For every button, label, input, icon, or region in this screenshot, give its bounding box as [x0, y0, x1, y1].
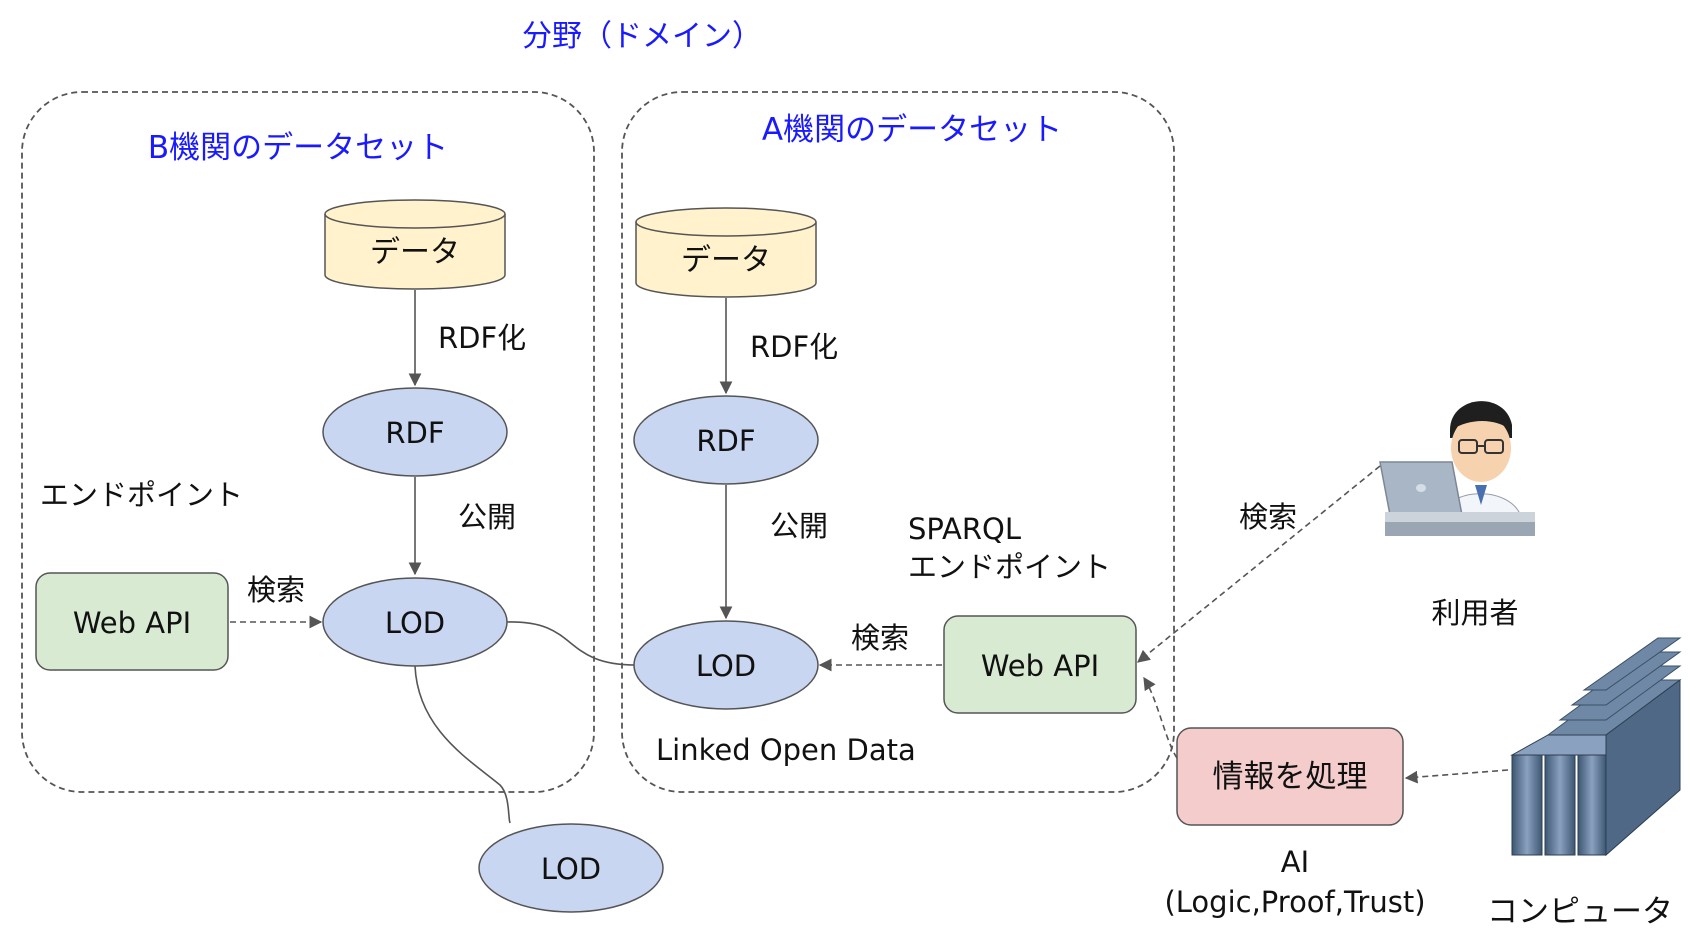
lod-node-a	[633, 620, 819, 710]
arrow-ai-webapi	[1143, 676, 1178, 759]
link-lod-b-lod-a	[506, 621, 637, 666]
publish-label-a: 公開	[770, 509, 828, 543]
domain-title: 分野（ドメイン）	[522, 19, 762, 54]
webapi-box-b[interactable]	[35, 572, 229, 671]
dataset-b-title: B機関のデータセット	[148, 130, 448, 166]
lod-node-external-label: LOD	[541, 852, 601, 886]
ai-caption-line2: (Logic,Proof,Trust)	[1164, 885, 1425, 919]
ai-process-box	[1176, 727, 1404, 826]
data-cylinder-b: データ	[324, 199, 506, 290]
data-cylinder-a: データ	[635, 207, 817, 298]
endpoint-label-b: エンドポイント	[40, 478, 243, 512]
computer-label: コンピュータ	[1487, 894, 1673, 930]
webapi-box-b-label: Web API	[73, 606, 191, 640]
rdfize-label-b: RDF化	[438, 321, 526, 355]
rdf-node-a-label: RDF	[696, 424, 755, 458]
rdf-node-a	[633, 395, 819, 485]
arrow-user-webapi	[1137, 465, 1381, 663]
publish-label-b: 公開	[458, 500, 516, 534]
ai-process-label: 情報を処理	[1213, 759, 1368, 795]
ai-caption-line1: AI	[1281, 845, 1309, 879]
rdfize-label-a: RDF化	[750, 330, 838, 364]
link-lod-b-lod-external	[414, 665, 511, 824]
dataset-b-group	[21, 91, 595, 793]
dataset-a-title: A機関のデータセット	[762, 112, 1062, 148]
lod-node-b-label: LOD	[385, 606, 445, 640]
arrow-computer-ai	[1404, 769, 1509, 784]
search-label-b: 検索	[247, 573, 305, 607]
server-rack-icon	[1510, 637, 1682, 857]
endpoint-label-a: エンドポイント	[908, 550, 1111, 584]
webapi-box-a-label: Web API	[981, 649, 1099, 683]
data-cylinder-b-label: データ	[370, 235, 460, 270]
rdf-node-b	[322, 387, 508, 477]
rdf-node-b-label: RDF	[385, 416, 444, 450]
data-cylinder-a-label: データ	[681, 243, 771, 278]
sparql-label-a: SPARQL	[908, 512, 1021, 546]
user-label: 利用者	[1431, 596, 1518, 630]
webapi-box-a[interactable]	[943, 615, 1137, 714]
search-label-a: 検索	[851, 621, 909, 655]
person-at-laptop-icon	[1379, 401, 1535, 536]
lod-node-external	[478, 823, 664, 913]
lod-caption-a: Linked Open Data	[656, 733, 916, 767]
dataset-a-group	[621, 91, 1175, 793]
lod-node-a-label: LOD	[696, 649, 756, 683]
user-search-label: 検索	[1239, 500, 1297, 534]
